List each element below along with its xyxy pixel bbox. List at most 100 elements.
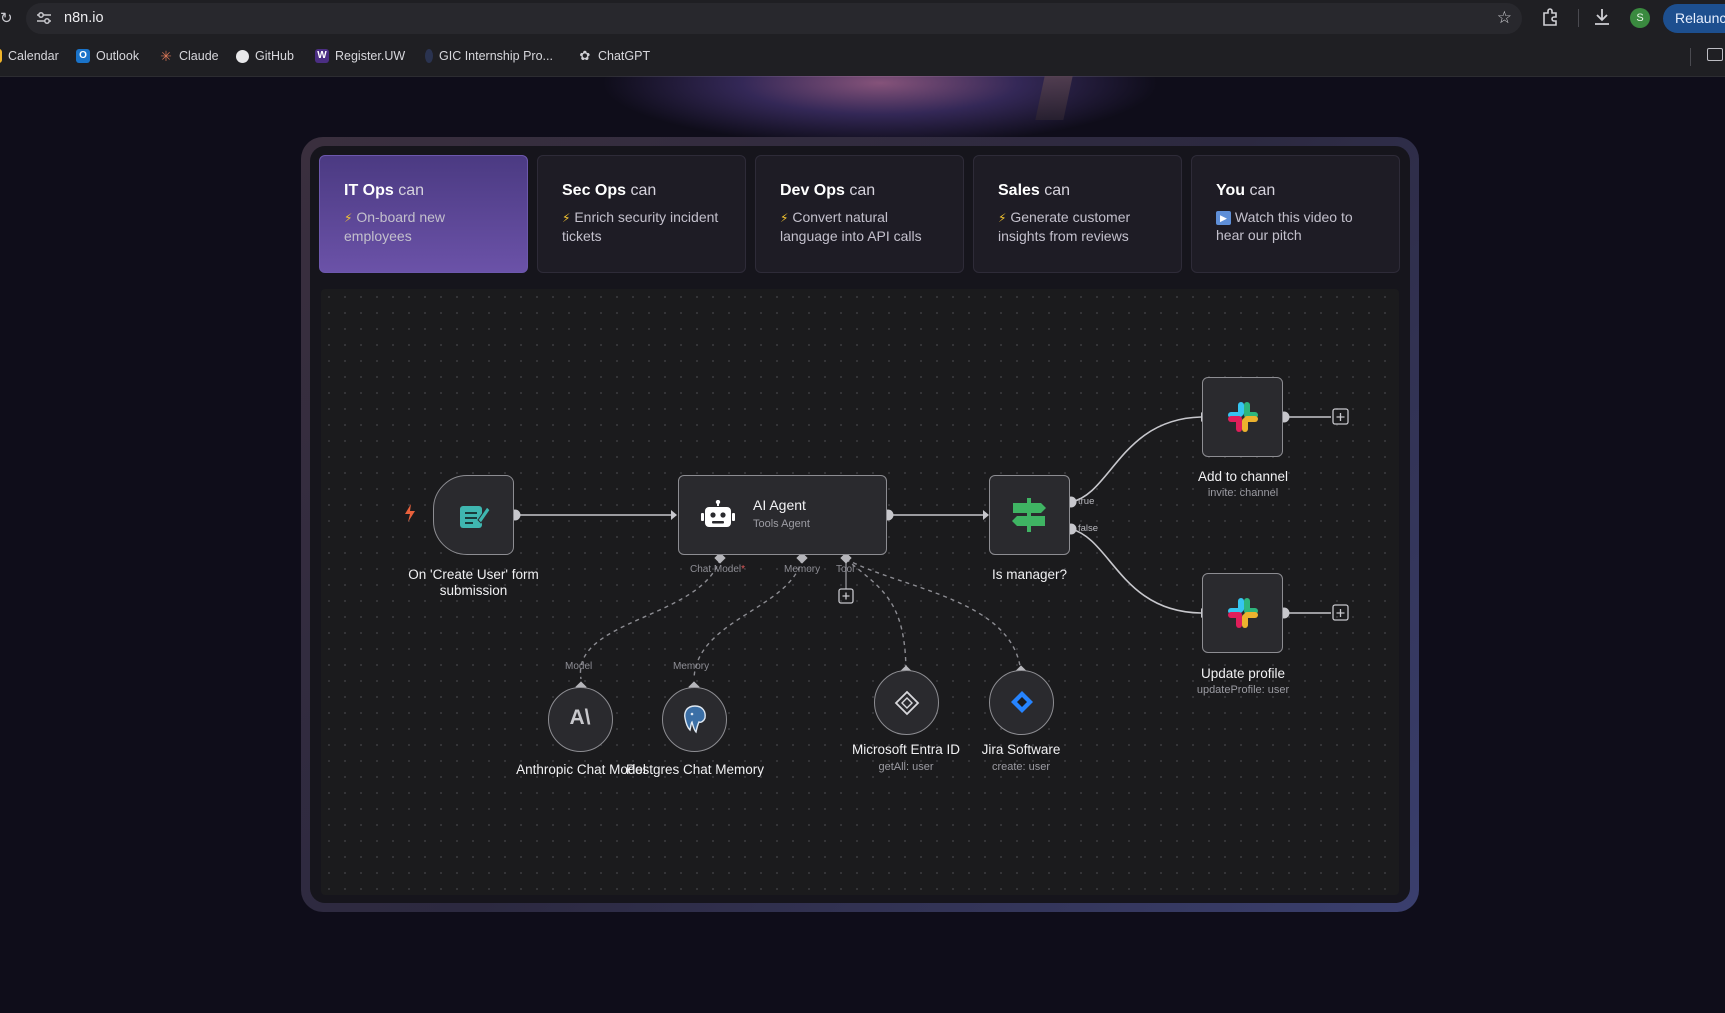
bookmark-label: Calendar bbox=[8, 49, 59, 63]
bookmark-label: Register.UW bbox=[335, 49, 406, 63]
bookmark-star-icon[interactable]: ☆ bbox=[1496, 8, 1512, 27]
bookmark-label: Outlook bbox=[96, 49, 140, 63]
lightning-icon: ⚡ bbox=[562, 211, 571, 225]
jira-label: Jira Software bbox=[981, 742, 1061, 757]
card-can: can bbox=[398, 182, 425, 199]
tab-you[interactable]: You can ▶ Watch this video to hear our p… bbox=[1191, 155, 1400, 273]
anthropic-icon: A\ bbox=[569, 706, 591, 729]
signpost-icon bbox=[1012, 498, 1046, 532]
ai-agent-node[interactable]: AI Agent Tools Agent bbox=[678, 475, 887, 555]
reload-icon[interactable]: ↻ bbox=[0, 10, 13, 27]
trigger-node[interactable] bbox=[433, 475, 514, 555]
card-role: Sec Ops bbox=[562, 182, 627, 199]
url-text[interactable]: n8n.io bbox=[64, 10, 104, 26]
outlook-icon: O bbox=[76, 49, 90, 63]
port-label-chat-model: Chat Model* bbox=[690, 564, 745, 575]
bookmark-register-uw[interactable]: W Register.UW bbox=[315, 49, 405, 63]
robot-icon bbox=[701, 500, 735, 527]
connection-tool-jira bbox=[845, 558, 1022, 675]
tab-dev-ops[interactable]: Dev Ops can ⚡ Convert natural language i… bbox=[755, 155, 964, 273]
bookmark-outlook[interactable]: O Outlook bbox=[76, 49, 139, 63]
bookmarks-bar: Calendar O Outlook ✳ Claude GitHub W Reg… bbox=[0, 37, 1725, 77]
entra-label: Microsoft Entra ID bbox=[851, 742, 961, 757]
trigger-bolt-icon bbox=[404, 504, 416, 527]
profile-avatar[interactable]: S bbox=[1630, 8, 1650, 28]
postgres-node[interactable] bbox=[662, 687, 727, 752]
demo-frame: IT Ops can ⚡ On-board new employees Sec … bbox=[301, 137, 1419, 912]
hero-glow bbox=[600, 76, 1160, 146]
bookmark-label: GitHub bbox=[255, 49, 294, 63]
address-bar[interactable]: n8n.io ☆ bbox=[26, 3, 1522, 34]
agent-title: AI Agent bbox=[753, 497, 806, 513]
connection-if-false bbox=[1070, 528, 1202, 614]
card-title: Sales can bbox=[998, 182, 1159, 200]
card-title: Dev Ops can bbox=[780, 182, 941, 200]
relaunch-button[interactable]: Relaunch bbox=[1663, 4, 1725, 33]
agent-subtitle: Tools Agent bbox=[753, 518, 810, 530]
card-description: ▶ Watch this video to hear our pitch bbox=[1216, 208, 1377, 244]
bookmark-gic[interactable]: GIC Internship Pro... bbox=[425, 49, 553, 63]
extensions-icon[interactable] bbox=[1540, 7, 1560, 27]
trigger-label: On 'Create User' form submission bbox=[408, 567, 539, 598]
port-label-memory-input: Memory bbox=[673, 661, 710, 672]
anthropic-node[interactable]: A\ bbox=[548, 687, 613, 752]
tab-sec-ops[interactable]: Sec Ops can ⚡ Enrich security incident t… bbox=[537, 155, 746, 273]
postgres-elephant-icon bbox=[684, 705, 706, 734]
slack-add-channel-node[interactable] bbox=[1202, 377, 1283, 457]
slack-icon bbox=[1228, 402, 1258, 432]
bookmark-chatgpt[interactable]: ✿ ChatGPT bbox=[578, 48, 651, 64]
card-description: ⚡ Generate customer insights from review… bbox=[998, 208, 1159, 245]
bookmark-github[interactable]: GitHub bbox=[236, 49, 294, 63]
card-can: can bbox=[1044, 182, 1071, 199]
connection-memory bbox=[693, 558, 803, 680]
port-label-model: Model bbox=[565, 661, 593, 672]
slack-add-channel-operation: invite: channel bbox=[1207, 487, 1279, 499]
if-node[interactable] bbox=[989, 475, 1070, 555]
bookmark-label: Claude bbox=[179, 49, 219, 63]
chatgpt-icon: ✿ bbox=[579, 48, 591, 63]
claude-icon: ✳ bbox=[160, 48, 172, 64]
card-role: IT Ops bbox=[344, 182, 394, 199]
download-icon[interactable] bbox=[1593, 7, 1611, 27]
browser-toolbar: ↻ n8n.io ☆ S Relaunch bbox=[0, 0, 1725, 37]
port-label-true: true bbox=[1078, 496, 1095, 507]
card-text: Watch this video to hear our pitch bbox=[1216, 209, 1353, 243]
card-description: ⚡ On-board new employees bbox=[344, 208, 505, 245]
if-label: Is manager? bbox=[991, 567, 1068, 582]
tab-sales[interactable]: Sales can ⚡ Generate customer insights f… bbox=[973, 155, 1182, 273]
jira-node[interactable] bbox=[989, 670, 1054, 735]
required-marker: * bbox=[741, 564, 746, 575]
add-node-button-1 bbox=[1332, 408, 1349, 425]
port-label-memory: Memory bbox=[784, 564, 821, 575]
calendar-icon bbox=[0, 49, 2, 63]
slack-update-profile-label: Update profile bbox=[1200, 666, 1286, 681]
connection-tool-entra bbox=[845, 558, 907, 675]
card-text: Enrich security incident tickets bbox=[562, 209, 719, 244]
chat-model-port bbox=[714, 552, 726, 564]
bookmarks-divider bbox=[1690, 48, 1691, 66]
bookmark-calendar[interactable]: Calendar bbox=[0, 49, 59, 63]
card-title: IT Ops can bbox=[344, 182, 505, 200]
slack-icon bbox=[1228, 598, 1258, 628]
other-bookmarks-folder-icon[interactable] bbox=[1707, 48, 1723, 61]
workflow-canvas[interactable]: On 'Create User' form submission AI Agen… bbox=[321, 289, 1399, 895]
arrow-if-in bbox=[983, 510, 989, 520]
form-icon bbox=[460, 506, 490, 528]
add-tool-button bbox=[838, 588, 854, 604]
tab-it-ops[interactable]: IT Ops can ⚡ On-board new employees bbox=[319, 155, 528, 273]
tool-port bbox=[840, 552, 852, 564]
bookmark-claude[interactable]: ✳ Claude bbox=[159, 49, 219, 63]
entra-node[interactable] bbox=[874, 670, 939, 735]
port-label-text: Chat Model bbox=[690, 564, 742, 575]
lightning-icon: ⚡ bbox=[998, 211, 1007, 225]
jira-icon bbox=[1011, 691, 1033, 713]
memory-port bbox=[796, 552, 808, 564]
site-settings-icon[interactable] bbox=[36, 11, 52, 25]
slack-update-profile-node[interactable] bbox=[1202, 573, 1283, 653]
card-description: ⚡ Convert natural language into API call… bbox=[780, 208, 941, 245]
github-icon bbox=[236, 49, 249, 63]
jira-operation: create: user bbox=[991, 761, 1051, 773]
lightning-icon: ⚡ bbox=[780, 211, 789, 225]
card-text: Generate customer insights from reviews bbox=[998, 209, 1131, 244]
slack-add-channel-label: Add to channel bbox=[1197, 469, 1289, 484]
